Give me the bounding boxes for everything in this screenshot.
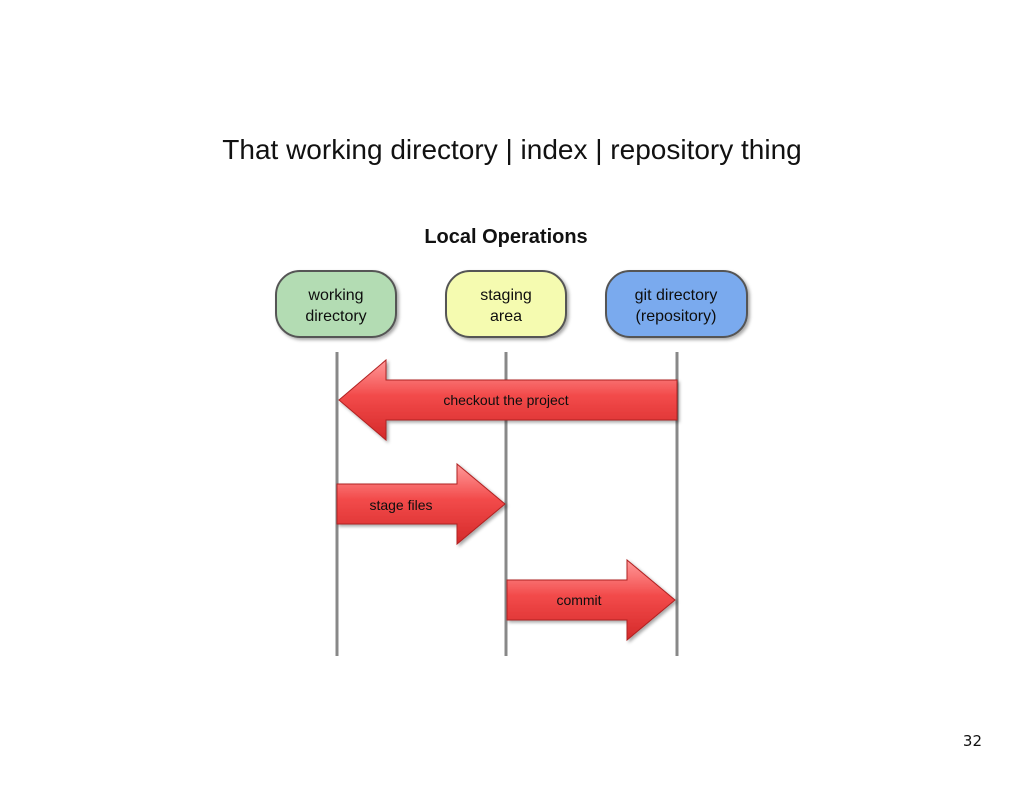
node-working-directory: working directory: [275, 270, 397, 338]
arrow-commit: commit: [506, 558, 676, 642]
arrow-stage-files-label: stage files: [369, 497, 432, 513]
node-working-directory-line2: directory: [305, 308, 366, 325]
arrow-commit-label: commit: [556, 592, 601, 608]
arrow-checkout-label: checkout the project: [443, 392, 568, 408]
node-working-directory-line1: working: [307, 287, 363, 304]
arrow-commit-shape: [506, 558, 676, 642]
node-staging-area-box: [445, 270, 567, 338]
arrow-checkout-shape: [338, 358, 678, 442]
node-working-directory-box: [275, 270, 397, 338]
arrow-stage-files-shape: [336, 462, 506, 546]
node-staging-area-line1: staging: [480, 287, 532, 304]
arrow-stage-files: stage files: [336, 462, 506, 546]
diagram-heading: Local Operations: [424, 226, 587, 248]
node-staging-area-line2: area: [490, 308, 522, 325]
slide-title: That working directory | index | reposit…: [222, 134, 802, 165]
node-git-directory: git directory (repository): [605, 270, 748, 338]
node-git-directory-line2: (repository): [636, 308, 717, 325]
page-number: 32: [962, 732, 982, 750]
node-git-directory-line1: git directory: [635, 287, 718, 304]
arrow-checkout-the-project: checkout the project: [338, 358, 678, 442]
node-staging-area: staging area: [445, 270, 567, 338]
node-git-directory-box: [605, 270, 748, 338]
